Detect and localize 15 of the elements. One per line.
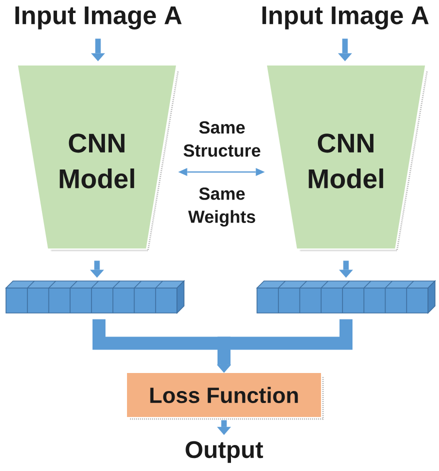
output-label: Output — [186, 441, 264, 463]
trapezoid-block: CNN Model — [267, 66, 428, 252]
connector-arrow — [217, 319, 352, 373]
double-arrow — [178, 168, 265, 176]
arrow — [90, 260, 104, 278]
input-label: Input Image A — [262, 6, 429, 30]
trapezoid-block: CNN Model — [18, 66, 179, 252]
input-label: Input Image A — [15, 6, 182, 30]
arrow — [217, 420, 231, 435]
edge-label: Same Structure — [181, 120, 263, 158]
arrow — [339, 260, 353, 278]
arrow — [338, 38, 352, 62]
process-box: Loss Function — [127, 373, 324, 420]
annotation-text: Same Weights — [188, 188, 256, 226]
arrow — [91, 38, 105, 62]
